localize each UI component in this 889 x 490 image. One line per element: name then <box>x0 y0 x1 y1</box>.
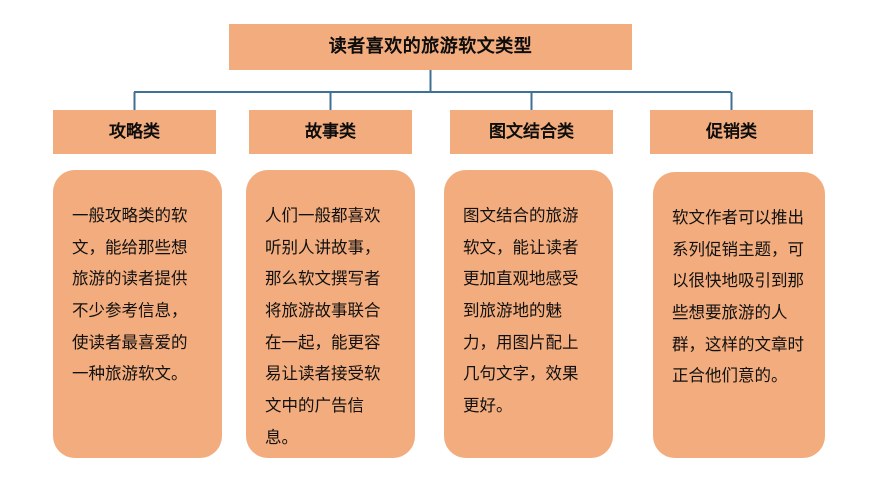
category-header-1[interactable]: 故事类 <box>249 110 412 154</box>
category-header-2[interactable]: 图文结合类 <box>450 110 613 154</box>
diagram-title-box: 读者喜欢的旅游软文类型 <box>229 24 632 70</box>
category-body-text: 一般攻略类的软文，能给那些想旅游的读者提供不少参考信息，使读者最喜爱的一种旅游软… <box>72 206 188 384</box>
category-header-label: 图文结合类 <box>489 121 574 142</box>
category-body-text: 图文结合的旅游软文，能让读者更加直观地感受到旅游地的魅力，用图片配上几句文字，效… <box>463 206 579 416</box>
category-header-0[interactable]: 攻略类 <box>53 110 216 154</box>
page-title: 读者喜欢的旅游软文类型 <box>328 36 533 57</box>
category-body-0: 一般攻略类的软文，能给那些想旅游的读者提供不少参考信息，使读者最喜爱的一种旅游软… <box>53 170 222 458</box>
category-header-label: 故事类 <box>305 121 356 142</box>
category-body-1: 人们一般都喜欢听别人讲故事，那么软文撰写者将旅游故事联合在一起，能更容易让读者接… <box>246 170 415 458</box>
category-body-text: 软文作者可以推出系列促销主题，可以很快地吸引到那些想要旅游的人群，这样的文章时正… <box>672 208 804 386</box>
category-header-3[interactable]: 促销类 <box>650 110 813 154</box>
category-body-3: 软文作者可以推出系列促销主题，可以很快地吸引到那些想要旅游的人群，这样的文章时正… <box>653 172 825 458</box>
category-header-label: 促销类 <box>706 121 757 142</box>
category-body-text: 人们一般都喜欢听别人讲故事，那么软文撰写者将旅游故事联合在一起，能更容易让读者接… <box>265 206 381 447</box>
category-body-2: 图文结合的旅游软文，能让读者更加直观地感受到旅游地的魅力，用图片配上几句文字，效… <box>444 170 613 458</box>
category-header-label: 攻略类 <box>109 121 160 142</box>
